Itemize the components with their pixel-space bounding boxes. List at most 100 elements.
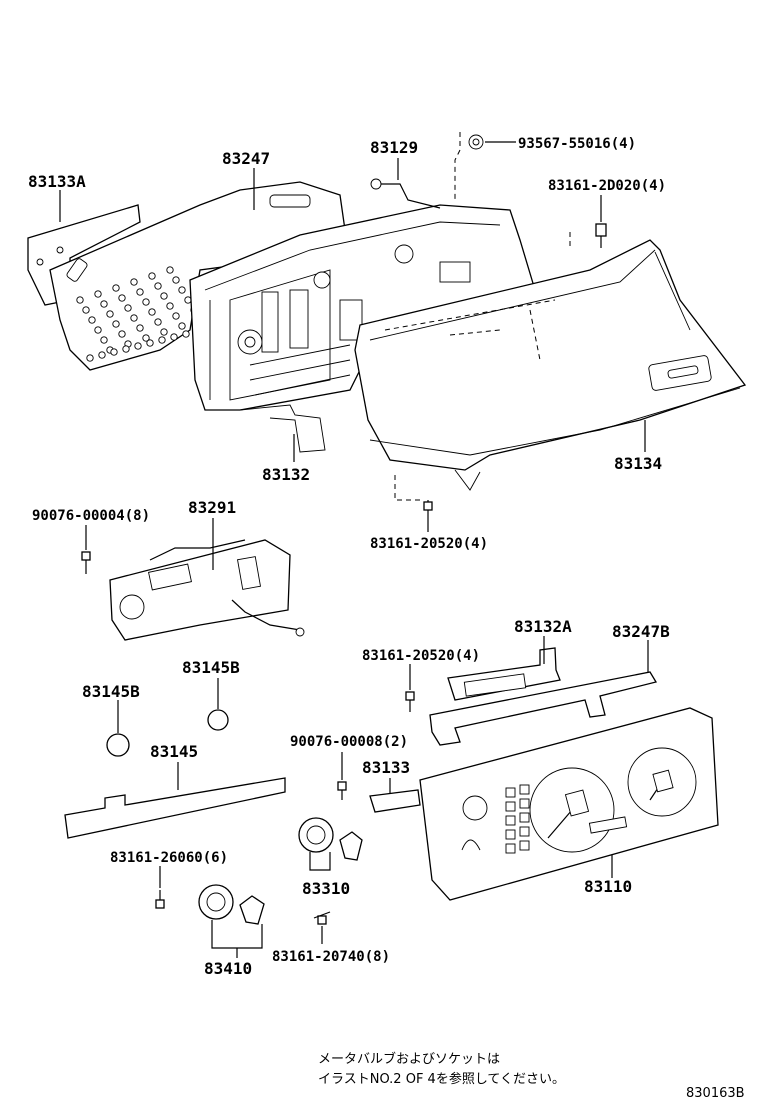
plate-hole [124, 304, 132, 312]
label-83145B-b: 83145B [82, 682, 140, 701]
part-83134-lens-hood [354, 239, 747, 491]
plate-hole [112, 320, 120, 328]
indicator-lamp [519, 798, 530, 809]
part-83132A-bracket [447, 647, 561, 701]
leader-lines [59, 132, 649, 958]
label-83310: 83310 [302, 879, 350, 898]
label-83132A: 83132A [514, 617, 572, 636]
label-83161-2D020: 83161-2D020(4) [548, 178, 666, 194]
part-83410-switch [198, 884, 265, 925]
part-83129 [370, 178, 441, 209]
indicator-lamp [505, 843, 516, 854]
label-93567-55016: 93567-55016(4) [518, 136, 636, 152]
plate-hole [154, 318, 162, 326]
plate-hole [148, 308, 156, 316]
indicator-lamp [519, 826, 530, 837]
plate-hole [182, 330, 190, 338]
plate-hole [122, 345, 130, 353]
plate-hole [88, 316, 96, 324]
plate-hole [86, 354, 94, 362]
plate-hole [172, 312, 180, 320]
part-83247-circuit-plate [49, 181, 346, 371]
plate-hole [172, 276, 180, 284]
label-83129: 83129 [370, 138, 418, 157]
part-83145-plate [64, 777, 286, 839]
plate-hole [142, 334, 150, 342]
indicator-lamp [519, 784, 530, 795]
plate-hole [146, 339, 154, 347]
label-83161-20520-top: 83161-20520(4) [370, 536, 488, 552]
plate-hole [98, 351, 106, 359]
part-90076-00004-screw-icon [81, 551, 91, 574]
plate-hole [166, 302, 174, 310]
plate-hole [82, 306, 90, 314]
plate-hole [112, 284, 120, 292]
part-83291-circuit-board [109, 539, 305, 641]
part-83247B-strip [429, 671, 658, 746]
plate-hole [170, 333, 178, 341]
part-83161-26060-screw-icon [155, 890, 165, 909]
plate-hole [136, 288, 144, 296]
plate-hole [178, 286, 186, 294]
plate-hole [148, 272, 156, 280]
indicator-lamp [519, 812, 530, 823]
part-83161-20520-screw-icon-2 [405, 691, 415, 712]
indicator-lamp [505, 787, 516, 798]
plate-hole [94, 290, 102, 298]
plate-hole [118, 330, 126, 338]
plate-hole [106, 310, 114, 318]
plate-hole [134, 342, 142, 350]
part-83133-small-plate [369, 789, 421, 813]
label-83133A: 83133A [28, 172, 86, 191]
plate-hole [136, 324, 144, 332]
plate-hole [154, 282, 162, 290]
plate-hole [76, 296, 84, 304]
plate-hole [166, 266, 174, 274]
plate-hole [158, 336, 166, 344]
label-83161-20520-mid: 83161-20520(4) [362, 648, 480, 664]
plate-hole [100, 300, 108, 308]
plate-hole [110, 348, 118, 356]
plate-hole [130, 314, 138, 322]
label-83132: 83132 [262, 465, 310, 484]
indicator-lamp [519, 840, 530, 851]
label-90076-00004: 90076-00004(8) [32, 508, 150, 524]
part-83132-case [189, 204, 536, 453]
label-83247: 83247 [222, 149, 270, 168]
plate-hole [130, 278, 138, 286]
plate-hole [160, 292, 168, 300]
part-83161-20520-screw-icon [423, 500, 433, 524]
indicator-lamp [505, 815, 516, 826]
part-93567-washer-icon [468, 134, 484, 150]
label-83291: 83291 [188, 498, 236, 517]
note-line-1: メータバルブおよびソケットは [318, 1051, 500, 1067]
plate-hole [142, 298, 150, 306]
label-83247B: 83247B [612, 622, 670, 641]
part-83161-2D020-screw-icon [595, 223, 607, 248]
indicator-lamp [505, 801, 516, 812]
note-line-2: イラストNO.2 OF 4を参照してください。 [318, 1071, 565, 1087]
part-83145B-bulb-icon-2 [207, 709, 229, 731]
plate-hole [100, 336, 108, 344]
label-83161-26060: 83161-26060(6) [110, 850, 228, 866]
label-83145B-a: 83145B [182, 658, 240, 677]
label-90076-00008: 90076-00008(2) [290, 734, 408, 750]
label-83134: 83134 [614, 454, 662, 473]
figure-id: 830163B [686, 1086, 745, 1101]
plate-hole [178, 322, 186, 330]
label-83133: 83133 [362, 758, 410, 777]
label-83110: 83110 [584, 877, 632, 896]
plate-hole [118, 294, 126, 302]
plate-hole [94, 326, 102, 334]
label-83410: 83410 [204, 959, 252, 978]
label-83161-20740: 83161-20740(8) [272, 949, 390, 965]
part-90076-00008-screw-icon [337, 781, 347, 800]
part-83310-switch [298, 817, 363, 861]
part-83110-meter-face [419, 707, 719, 901]
plate-hole [160, 328, 168, 336]
indicator-lamp [505, 829, 516, 840]
part-83161-20740-screw-icon [313, 911, 331, 925]
part-83145B-bulb-icon [106, 733, 130, 757]
label-83145: 83145 [150, 742, 198, 761]
